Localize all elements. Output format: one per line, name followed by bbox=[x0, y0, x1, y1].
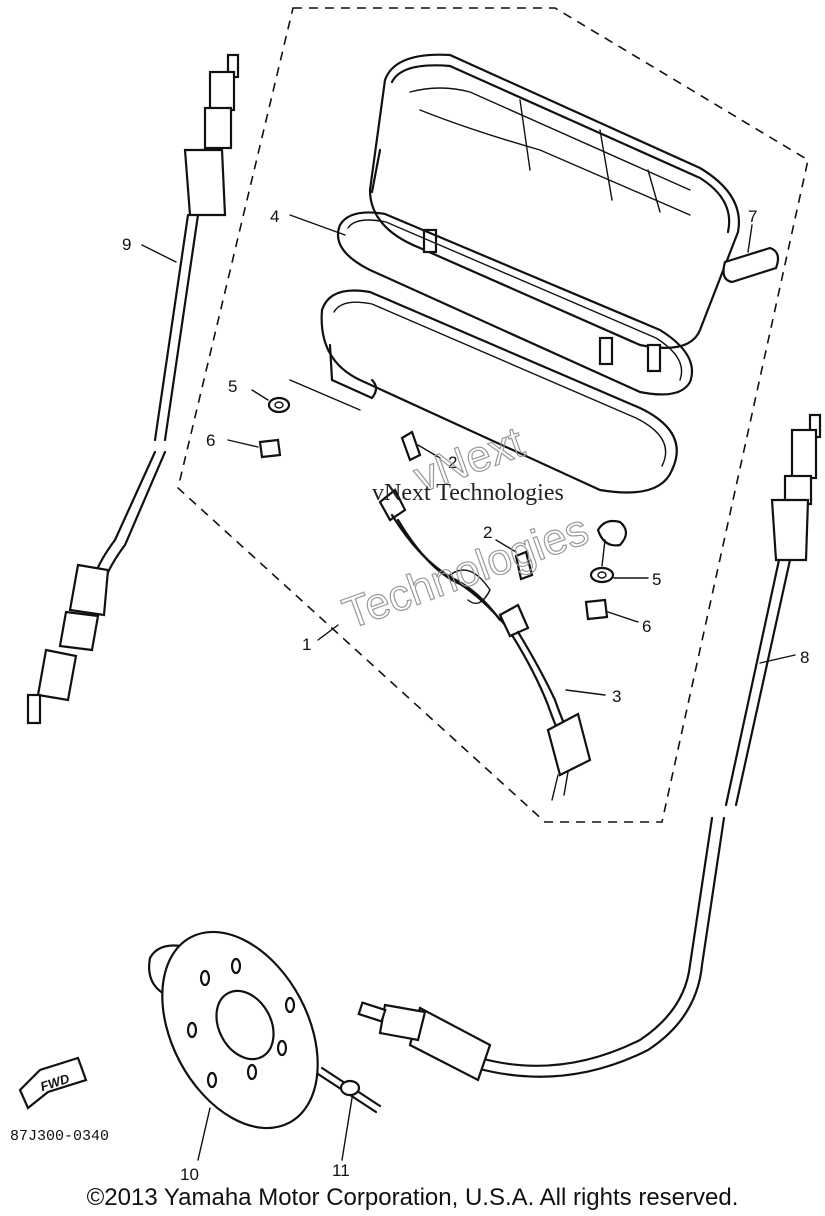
callout-10: 10 bbox=[180, 1165, 199, 1184]
lever-part bbox=[722, 246, 780, 284]
grommet-5-left bbox=[267, 396, 291, 414]
meter-bezel bbox=[320, 289, 678, 494]
callout-1: 1 bbox=[302, 635, 311, 654]
damper-6-right bbox=[584, 598, 609, 621]
callout-5-left: 5 bbox=[228, 377, 237, 396]
assembly-boundary bbox=[177, 7, 809, 823]
speedometer-cable-9 bbox=[26, 53, 240, 725]
callout-2-upper: 2 bbox=[448, 453, 457, 472]
callout-7: 7 bbox=[748, 207, 757, 226]
watermark-outline-technologies: Technologies bbox=[337, 505, 595, 639]
callout-6-right: 6 bbox=[642, 617, 651, 636]
pin-part bbox=[316, 1066, 382, 1114]
bulb-2-upper bbox=[400, 430, 422, 462]
callout-4: 4 bbox=[270, 207, 279, 226]
damper-6-left bbox=[258, 438, 282, 459]
meter-housing bbox=[368, 53, 740, 373]
forward-arrow-icon: FWD bbox=[18, 1056, 88, 1110]
speedometer-cable-8 bbox=[357, 413, 822, 1082]
callout-11: 11 bbox=[332, 1161, 350, 1180]
callout-8: 8 bbox=[800, 648, 809, 667]
callout-9: 9 bbox=[122, 235, 131, 254]
bulb-2-lower bbox=[514, 550, 534, 581]
gasket-ring bbox=[336, 211, 694, 396]
callout-6-left: 6 bbox=[206, 431, 215, 450]
callout-5-right: 5 bbox=[652, 570, 661, 589]
drive-gear-unit bbox=[148, 930, 319, 1130]
wire-harness bbox=[378, 488, 606, 801]
copyright-notice: ©2013 Yamaha Motor Corporation, U.S.A. A… bbox=[86, 1184, 739, 1211]
callout-2-lower: 2 bbox=[483, 523, 492, 542]
watermark-text: vNext Technologies bbox=[372, 480, 564, 506]
grommet-5-right bbox=[589, 566, 615, 584]
diagram-part-number: 87J300-0340 bbox=[10, 1128, 109, 1145]
callout-3: 3 bbox=[612, 687, 621, 706]
